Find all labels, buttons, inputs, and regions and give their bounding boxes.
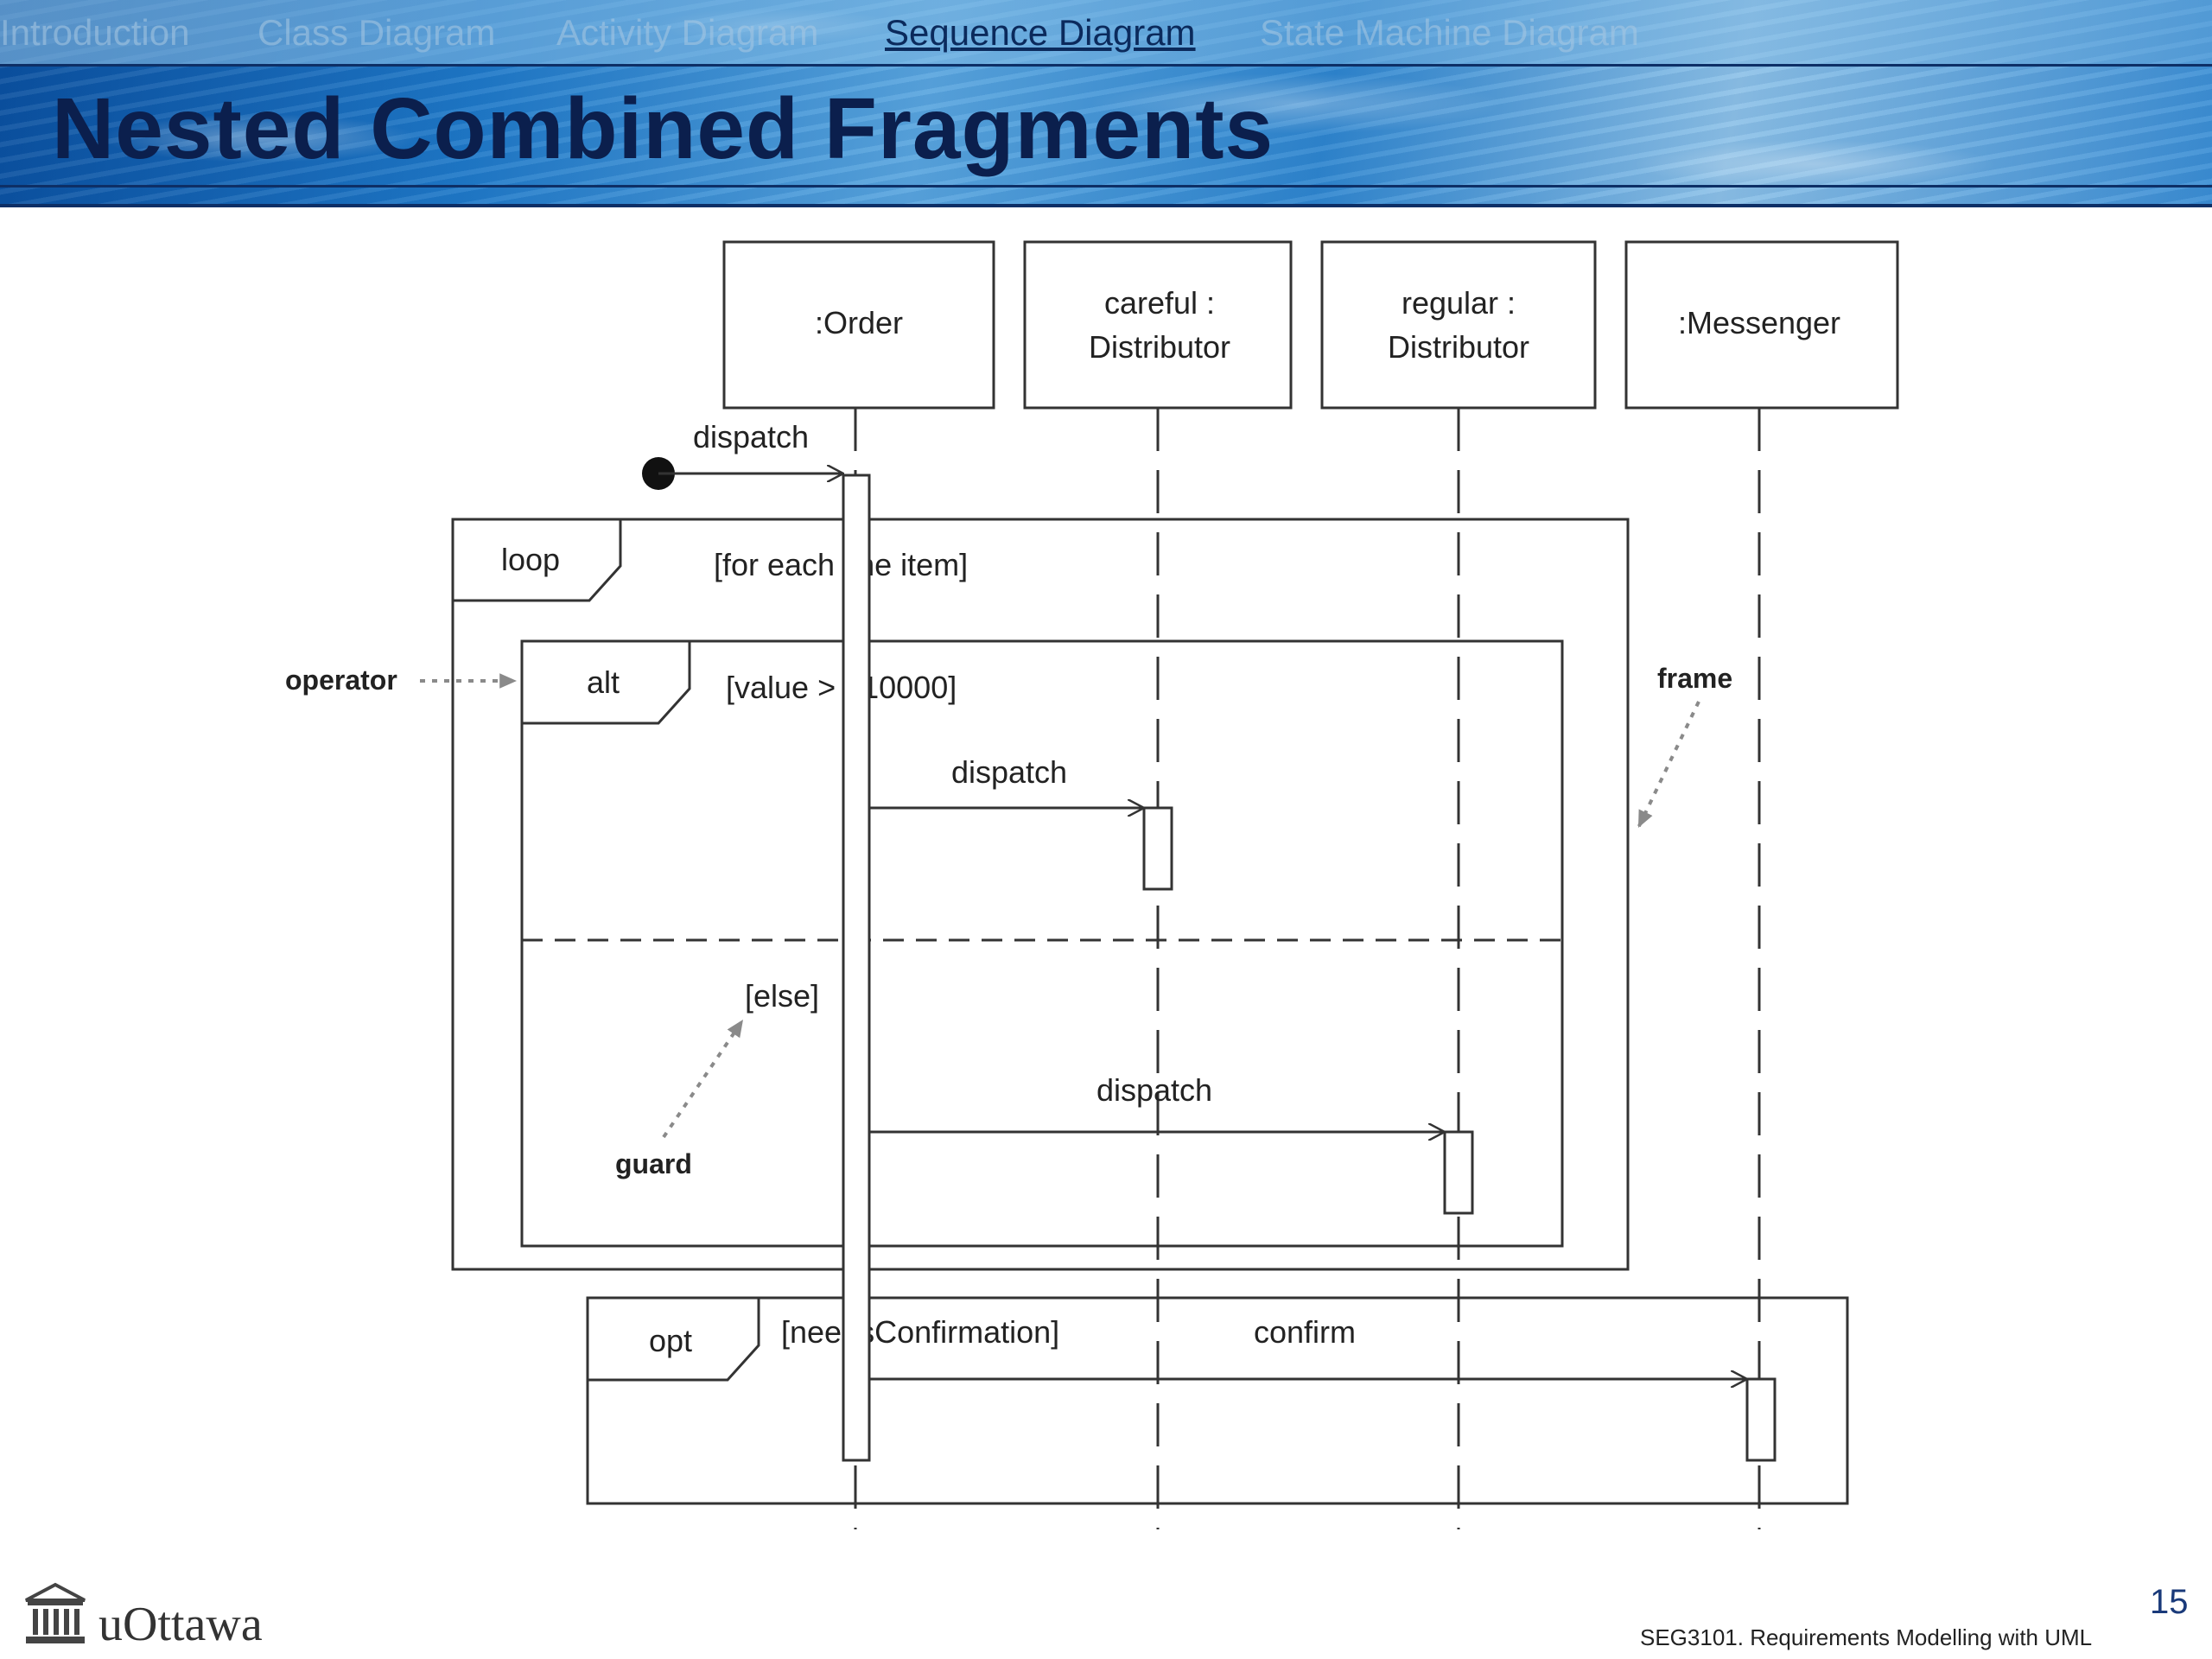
nav-link-introduction[interactable]: Introduction [0,12,190,53]
else-guard: [else] [745,978,819,1014]
fragment-guard: [value > $10000] [726,670,957,705]
order-activation [842,474,871,1462]
header-rule [0,204,2212,207]
section-nav: Introduction Class Diagram Activity Diag… [0,9,2212,60]
frame-pointer [1637,701,1700,829]
regular-distributor-activation [1443,1130,1474,1215]
message-label: dispatch [693,419,809,454]
page-number: 15 [2150,1583,2189,1621]
nav-link-class-diagram[interactable]: Class Diagram [257,12,496,53]
message-label: dispatch [1096,1072,1212,1108]
alt-fragment: alt [value > $10000] [else] [520,639,1564,1248]
loop-fragment: loop [for each line item] [451,518,1630,1271]
course-caption: SEG3101. Requirements Modelling with UML [1640,1624,2093,1650]
lifeline-label: :Messenger [1678,305,1840,340]
careful-distributor-activation [1142,806,1173,891]
lifeline-label: Distributor [1089,329,1230,365]
guard-annotation: guard [615,1148,692,1179]
page-title: Nested Combined Fragments [52,80,1274,177]
fragment-operator: loop [501,542,560,577]
header-rule [0,185,2212,188]
lifeline-careful-distributor: careful : Distributor [1023,240,1293,1529]
fragment-operator: alt [587,664,620,700]
lifeline-label: Distributor [1388,329,1529,365]
fragment-guard: [for each line item] [714,547,968,582]
university-brand: uOttawa [99,1598,263,1651]
message-label: dispatch [951,754,1067,790]
header-rule [0,64,2212,67]
message-label: confirm [1254,1314,1356,1350]
lifeline-regular-distributor: regular : Distributor [1320,240,1597,1529]
messenger-activation [1745,1377,1777,1462]
lifeline-label: careful : [1104,285,1215,321]
frame-annotation: frame [1657,663,1732,694]
header-banner: Introduction Class Diagram Activity Diag… [0,0,2212,207]
university-building-icon [25,1582,86,1643]
nav-band [0,0,2212,64]
nav-link-activity-diagram[interactable]: Activity Diagram [556,12,819,53]
guard-pointer [662,1018,745,1139]
fragment-operator: opt [649,1323,692,1358]
lifeline-label: regular : [1402,285,1516,321]
opt-fragment: opt [needsConfirmation] [586,1296,1849,1505]
lifeline-label: :Order [815,305,903,340]
sequence-diagram: :Order careful : Distributor regular : D… [285,240,1899,1529]
lifeline-messenger: :Messenger [1624,240,1899,1529]
nav-link-sequence-diagram[interactable]: Sequence Diagram [885,12,1196,53]
nav-link-state-machine-diagram[interactable]: State Machine Diagram [1260,12,1639,53]
fragment-guard: [needsConfirmation] [781,1314,1059,1350]
operator-annotation: operator [285,664,397,696]
